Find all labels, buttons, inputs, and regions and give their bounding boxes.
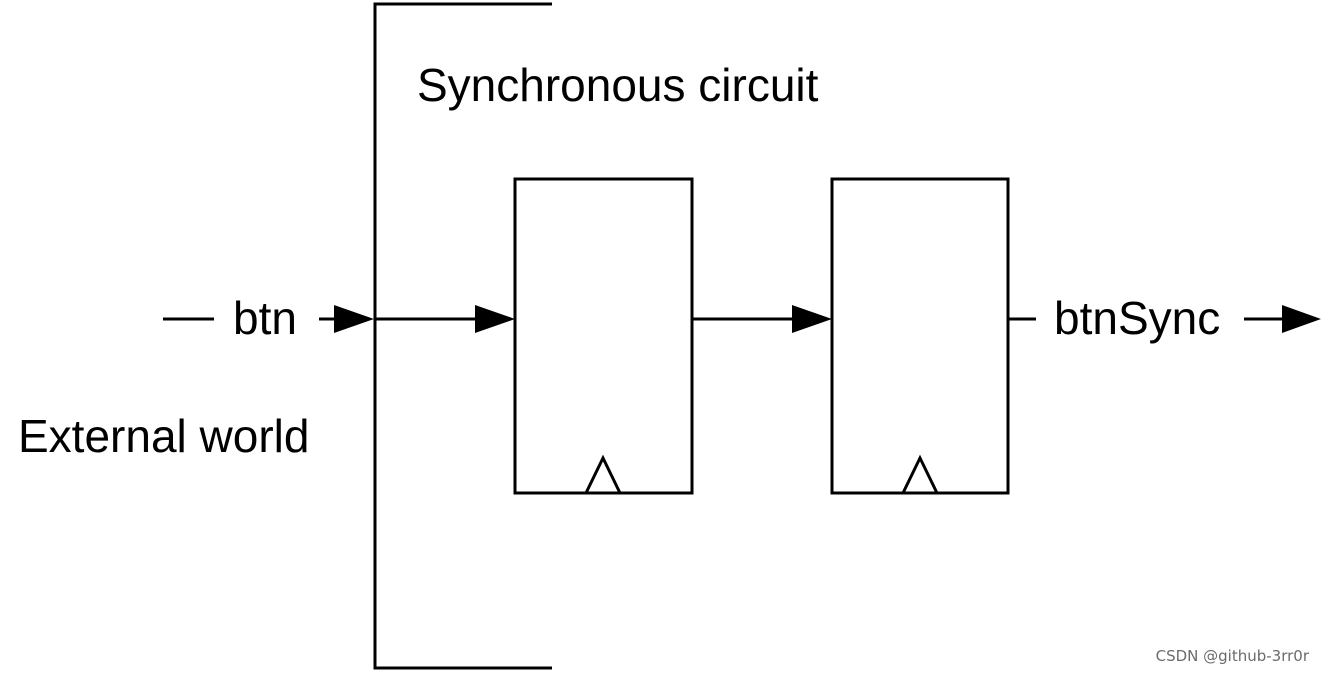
flip-flop-1 (513, 177, 694, 495)
input-arrowhead-icon (334, 305, 374, 333)
arrowhead-to-flip-flop-2-icon (792, 305, 832, 333)
flip-flop-2 (830, 177, 1010, 495)
domain-boundary-bracket (373, 2, 552, 670)
arrowhead-to-flip-flop-1-icon (475, 305, 515, 333)
output-signal-label: btnSync (1054, 292, 1220, 344)
synchronous-circuit-label: Synchronous circuit (417, 59, 819, 111)
clock-triangle-icon (901, 454, 939, 494)
flip-flop-2-body (830, 177, 1010, 495)
external-world-label: External world (18, 410, 309, 462)
clock-triangle-icon (584, 454, 622, 494)
input-signal-label: btn (233, 292, 297, 344)
output-arrowhead-icon (1282, 305, 1321, 333)
flip-flop-1-body (513, 177, 694, 495)
watermark: CSDN @github-3rr0r (1156, 647, 1310, 665)
